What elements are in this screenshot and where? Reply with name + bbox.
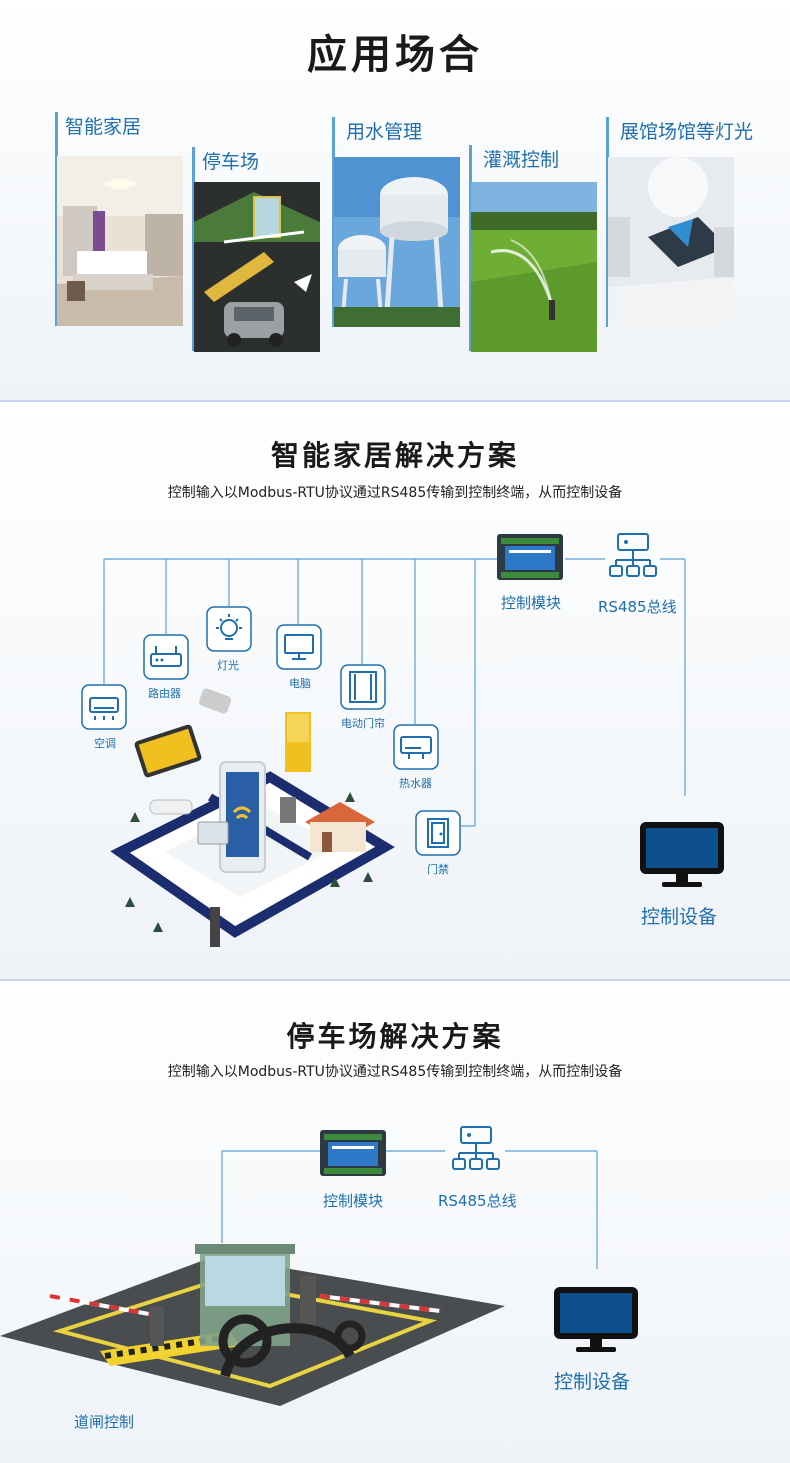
irrigation-photo [471,182,597,352]
section-divider [0,979,790,981]
section-subtitle: 控制输入以Modbus-RTU协议通过RS485传输到控制终端，从而控制设备 [167,1064,623,1080]
node-air-conditioner [81,684,127,730]
exhibition-photo [608,157,734,327]
node-water-heater [393,724,439,770]
rs485-bus-label: RS485总线 [438,1192,517,1210]
control-module-label: 控制模块 [501,594,562,612]
smart-home-solution-section: 智能家居解决方案 控制输入以Modbus-RTU协议通过RS485传输到控制终端… [0,402,790,979]
node-access-control [415,810,461,856]
control-module-label: 控制模块 [323,1192,384,1210]
node-label: 电脑 [289,677,311,690]
control-module-icon [320,1126,386,1180]
application-scenarios-section: 应用场合 智能家居 停车场 [0,0,790,400]
scene-label: 用水管理 [346,121,423,143]
smart-home-photo [57,156,183,326]
parking-photo [194,182,320,352]
node-router [143,634,189,680]
section-title: 应用场合 [307,32,483,78]
node-label: 热水器 [399,777,432,790]
rs485-bus-icon [608,532,658,580]
node-label: 灯光 [217,659,239,672]
scene-label: 智能家居 [65,116,142,138]
parking-gate-illustration [0,1236,510,1416]
scene-label: 停车场 [202,151,260,173]
bus-wiring [103,558,686,827]
rs485-bus-icon [451,1125,501,1173]
control-device-label: 控制设备 [554,1371,631,1393]
node-computer [276,624,322,670]
bus-wiring [221,1150,598,1269]
section-subtitle: 控制输入以Modbus-RTU协议通过RS485传输到控制终端，从而控制设备 [167,485,623,501]
node-label: 路由器 [148,687,181,700]
section-title: 智能家居解决方案 [270,439,519,472]
scene-label: 灌溉控制 [483,149,560,171]
node-electric-curtain [340,664,386,710]
smart-home-illustration [110,682,410,952]
monitor-icon [638,820,726,890]
node-label: 电动门帘 [341,717,385,730]
section-divider [0,400,790,402]
gate-control-label: 道闸控制 [74,1413,135,1431]
node-label: 空调 [94,737,116,750]
monitor-icon [552,1285,640,1355]
control-module-icon [497,530,563,584]
control-device-label: 控制设备 [641,906,718,928]
node-label: 门禁 [427,863,449,876]
scene-label: 展馆场馆等灯光 [620,121,754,143]
section-title: 停车场解决方案 [286,1020,504,1053]
rs485-bus-label: RS485总线 [598,598,677,616]
water-tower-photo [334,157,460,327]
parking-solution-section: 停车场解决方案 控制输入以Modbus-RTU协议通过RS485传输到控制终端，… [0,981,790,1463]
node-light [206,606,252,652]
